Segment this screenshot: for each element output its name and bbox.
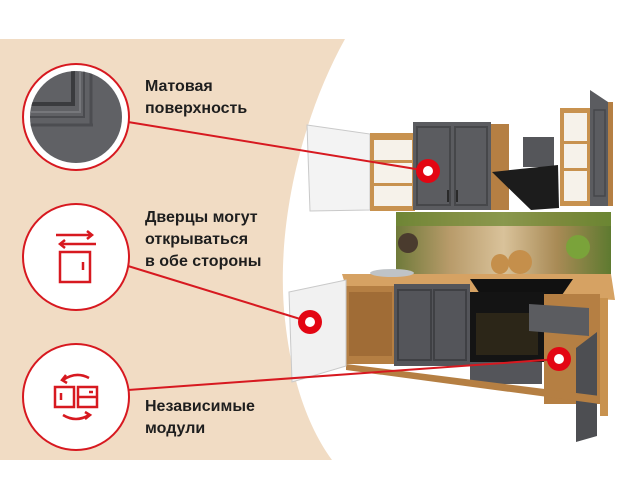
reversible-doors-badge [22, 203, 130, 311]
door-swap-arrows-icon [56, 230, 96, 284]
matte-texture-closeup-icon [30, 71, 122, 163]
feature-label-independent-modules: Независимые модули [145, 398, 255, 437]
matte-surface-closeup [22, 63, 130, 171]
feature-label-reversible-doors: Дверцы могут открываться в обе стороны [145, 209, 262, 270]
hotspot-reversible-doors[interactable] [298, 310, 322, 334]
feature-label-matte-surface: Матовая поверхность [145, 78, 248, 117]
modules-rotate-icon [53, 373, 99, 421]
hotspot-independent-modules[interactable] [547, 347, 571, 371]
hotspot-matte-surface[interactable] [416, 159, 440, 183]
independent-modules-badge [22, 343, 130, 451]
